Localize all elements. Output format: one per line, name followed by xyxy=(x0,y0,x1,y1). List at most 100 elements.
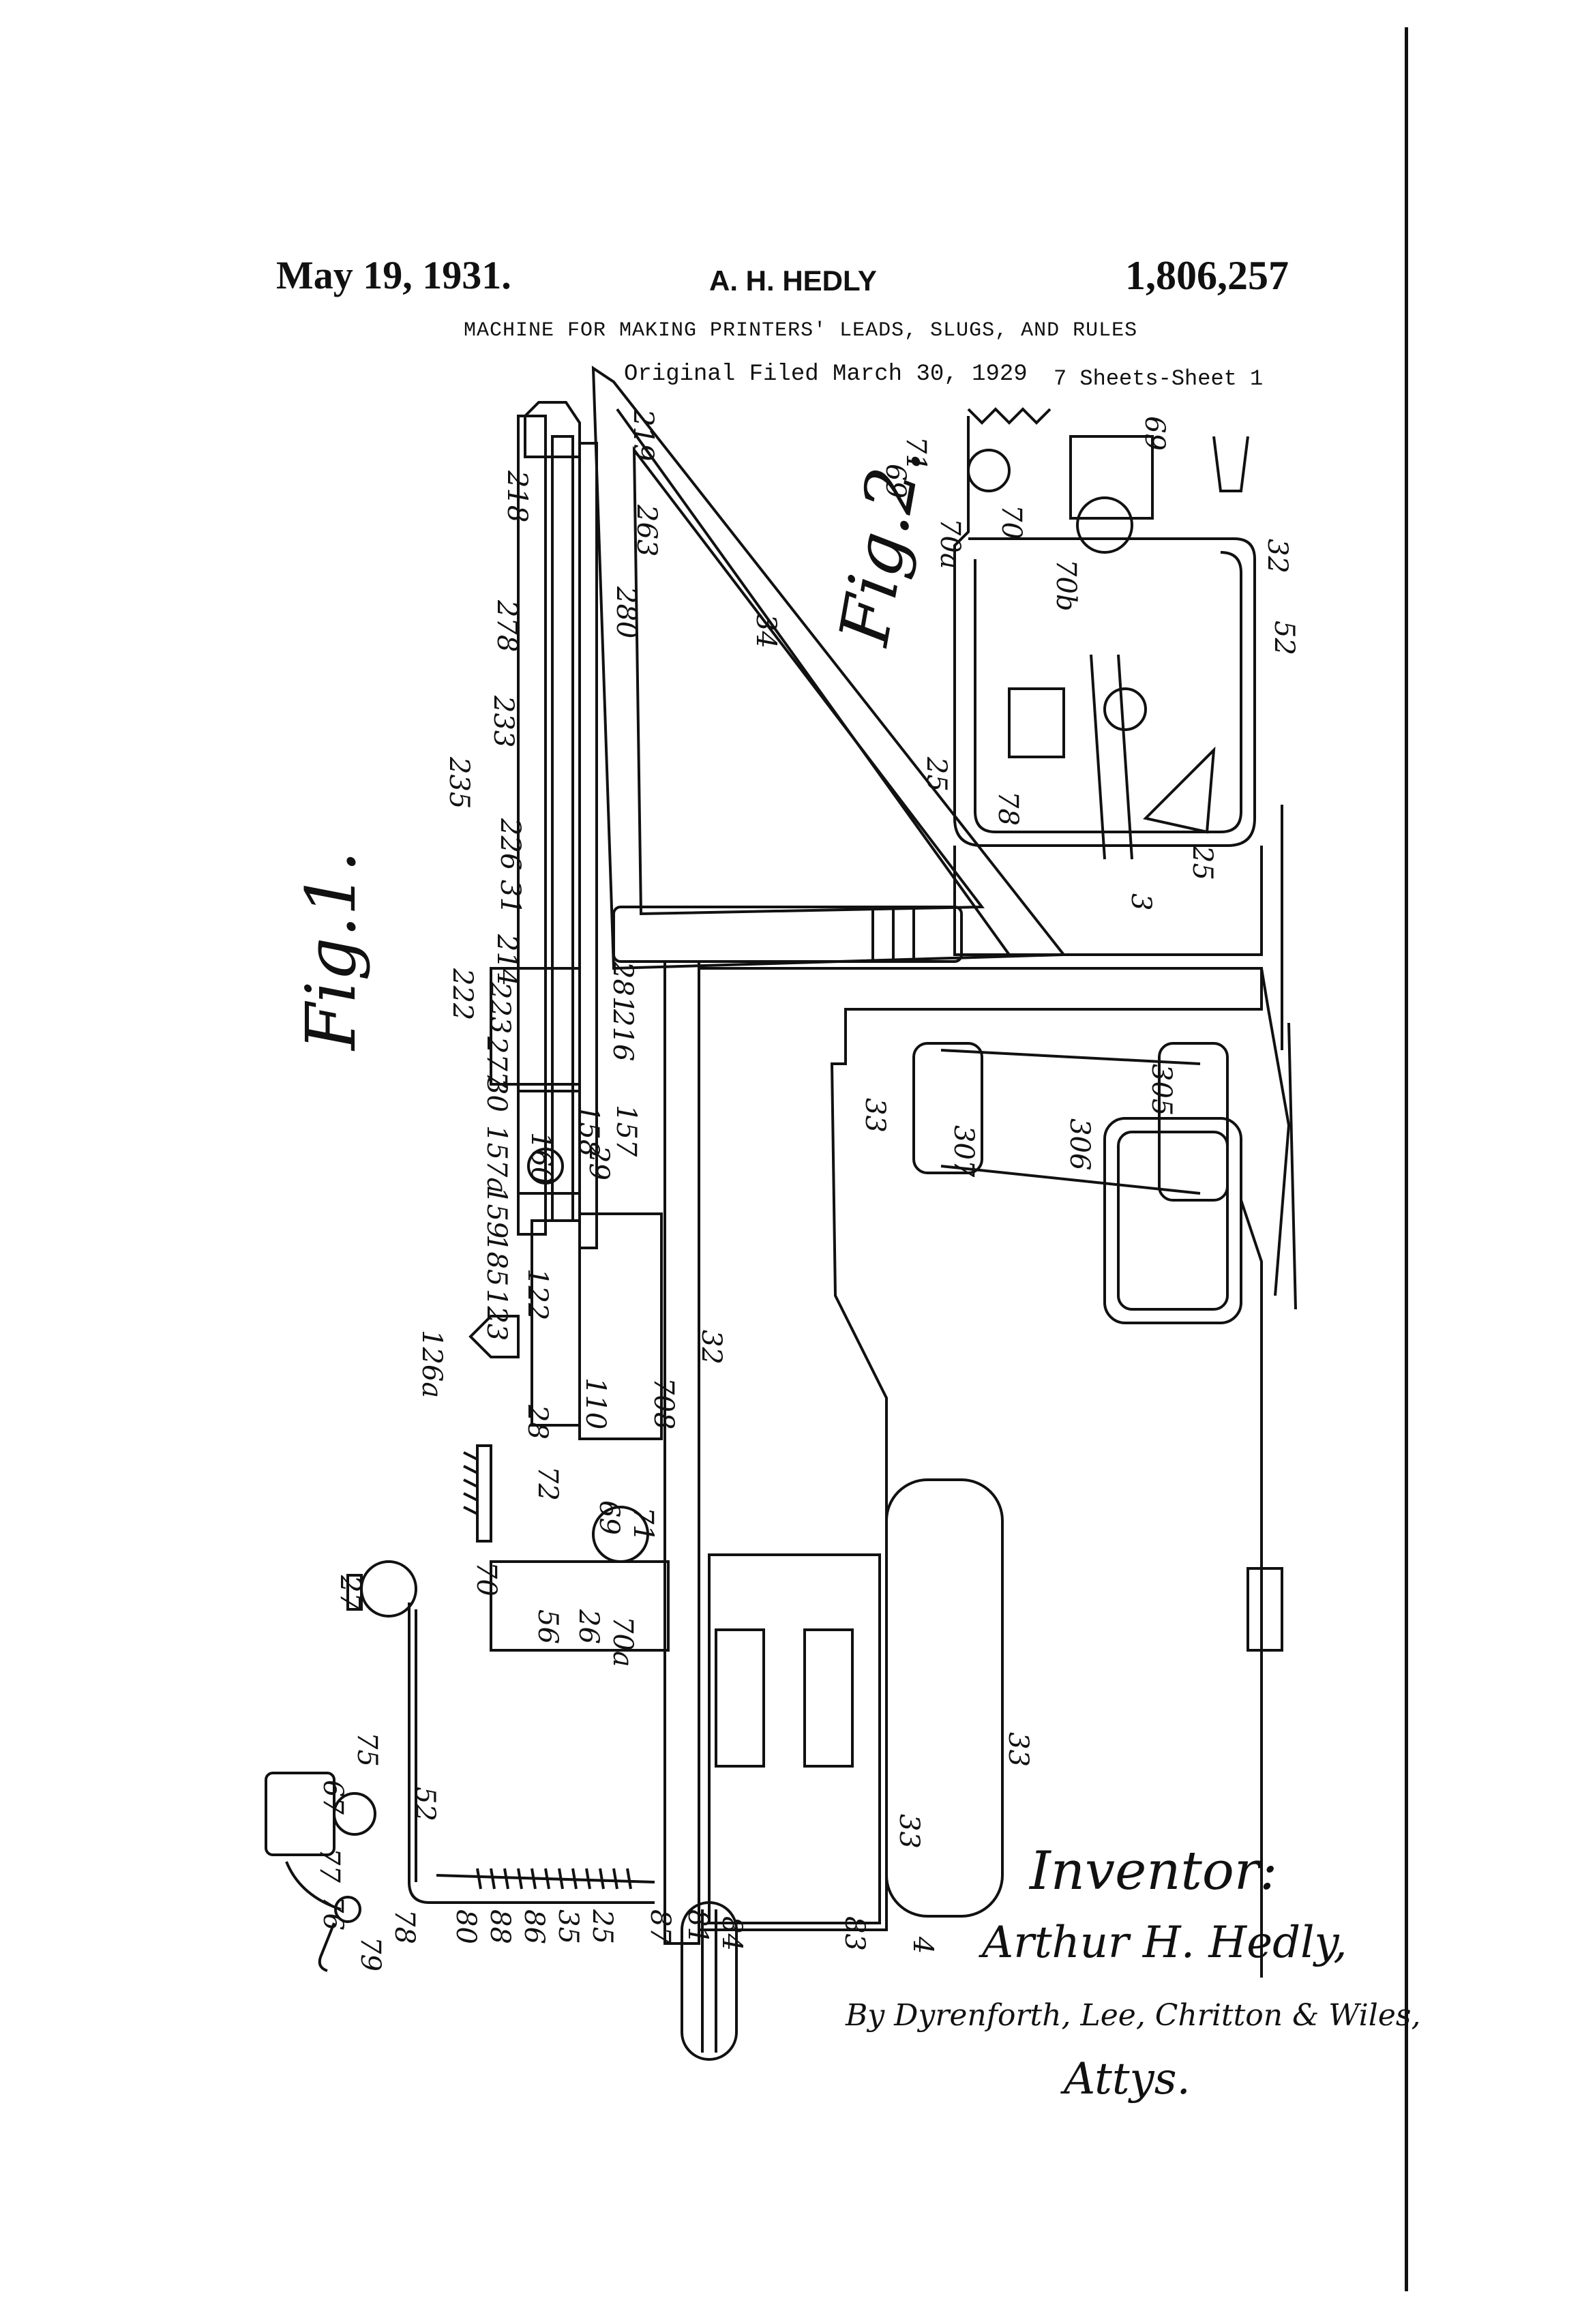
ref-122: 122 xyxy=(522,1268,553,1320)
pulley-wheel xyxy=(614,907,961,962)
fig1-numerals: 218 219 263 278 280 233 235 226 31 214 3… xyxy=(314,408,1177,1971)
fig2-ref-70a: 70a xyxy=(934,518,966,569)
ref-235: 235 xyxy=(443,756,475,809)
ref-52: 52 xyxy=(409,1787,441,1821)
ref-34: 34 xyxy=(750,614,781,649)
ref-87: 87 xyxy=(644,1909,676,1944)
fig2-ref-78: 78 xyxy=(992,791,1024,826)
ref-28: 28 xyxy=(522,1404,553,1440)
attorneys-signature: By Dyrenforth, Lee, Chritton & Wiles, xyxy=(845,1998,1420,2033)
signature-block: Inventor: Arthur H. Hedly, By Dyrenforth… xyxy=(845,1841,1420,2104)
ref-75: 75 xyxy=(351,1732,383,1767)
base-foot xyxy=(1262,968,1289,1296)
ref-26: 26 xyxy=(573,1609,604,1644)
switch-panel-right xyxy=(805,1630,852,1766)
triangular-bracket xyxy=(593,368,1064,968)
fig2-ref-70: 70 xyxy=(996,505,1027,539)
ref-86: 86 xyxy=(518,1909,550,1944)
ref-280: 280 xyxy=(610,586,642,638)
cable-plug xyxy=(1248,1568,1282,1650)
fig2-ref-25-right: 25 xyxy=(1186,845,1218,880)
ref-33-lower: 33 xyxy=(893,1814,925,1849)
ref-159: 159 xyxy=(481,1187,512,1238)
ref-708: 708 xyxy=(648,1377,679,1429)
ref-35: 35 xyxy=(552,1909,584,1944)
ref-278: 278 xyxy=(491,599,522,652)
switch-panel-left xyxy=(716,1630,764,1766)
fig2-left-box xyxy=(1009,689,1064,757)
attorneys-label: Attys. xyxy=(1060,2054,1191,2104)
ref-67: 67 xyxy=(317,1780,348,1815)
ref-81: 81 xyxy=(682,1909,713,1944)
fig2-ref-69: 69 xyxy=(880,464,911,498)
ref-226: 226 xyxy=(494,818,526,870)
ref-4: 4 xyxy=(907,1936,938,1954)
electric-motor xyxy=(1105,1118,1241,1323)
ref-27: 27 xyxy=(334,1575,365,1610)
ref-69: 69 xyxy=(593,1500,625,1535)
fig2-break-line xyxy=(968,409,1050,423)
ref-83: 83 xyxy=(839,1916,870,1951)
ref-158: 158 xyxy=(573,1105,604,1157)
fig2-valve-71 xyxy=(968,450,1009,491)
ref-126a: 126a xyxy=(416,1330,447,1398)
motor-housing xyxy=(1118,1132,1227,1309)
fig2-ref-52: 52 xyxy=(1268,621,1300,655)
fig2-slide-rods xyxy=(1091,655,1132,859)
fig2-ref-70b: 70b xyxy=(1050,559,1081,612)
ref-56: 56 xyxy=(532,1609,563,1644)
control-box-cover xyxy=(886,1480,1002,1916)
inventor-signature: Arthur H. Hedly, xyxy=(979,1918,1347,1968)
inventor-heading: Inventor: xyxy=(1028,1841,1277,1902)
ref-84: 84 xyxy=(716,1916,747,1951)
fig2-center-wheel xyxy=(1105,689,1146,730)
pot-spring xyxy=(477,1446,491,1541)
fig2-ref-32: 32 xyxy=(1262,539,1293,573)
ref-32: 32 xyxy=(696,1330,727,1365)
ref-79: 79 xyxy=(355,1937,386,1971)
main-frame-rail xyxy=(665,962,699,1943)
fig2-top-wheel xyxy=(1077,498,1132,552)
fig2-inner-frame xyxy=(975,552,1241,832)
fig2-wedge xyxy=(1146,750,1214,832)
fig2-ref-69b: 69 xyxy=(1139,416,1170,451)
ref-160: 160 xyxy=(525,1132,556,1184)
ref-72: 72 xyxy=(532,1466,563,1501)
ref-77: 77 xyxy=(314,1848,345,1883)
ref-307: 307 xyxy=(948,1125,979,1178)
ref-70a: 70a xyxy=(607,1616,638,1667)
ref-223: 223 xyxy=(484,981,516,1034)
ref-263: 263 xyxy=(631,504,662,556)
ref-88: 88 xyxy=(484,1909,516,1944)
ref-157a: 157a xyxy=(481,1125,512,1193)
pot-spring-coils xyxy=(464,1452,477,1514)
ref-233: 233 xyxy=(488,695,519,747)
fig2-ref-3: 3 xyxy=(1125,893,1156,910)
ref-157: 157 xyxy=(610,1105,642,1157)
ref-33-upper: 33 xyxy=(859,1098,891,1133)
ref-305: 305 xyxy=(1146,1064,1177,1116)
ref-123: 123 xyxy=(481,1289,512,1341)
fig2-ref-25-left: 25 xyxy=(921,756,952,792)
ref-185: 185 xyxy=(481,1234,512,1286)
pulley-ribs xyxy=(873,907,914,962)
control-box xyxy=(709,1555,880,1923)
ref-25: 25 xyxy=(586,1909,618,1944)
ref-33-right: 33 xyxy=(1002,1732,1034,1767)
ref-222: 222 xyxy=(447,968,478,1020)
second-rail xyxy=(552,436,573,1221)
mold-assembly-top xyxy=(532,1221,580,1425)
fig2-outer-frame xyxy=(955,416,1255,846)
ref-78: 78 xyxy=(389,1909,420,1944)
ref-110: 110 xyxy=(580,1377,611,1429)
bracket-edge xyxy=(617,409,1009,955)
ref-70: 70 xyxy=(471,1562,502,1596)
fig2-right-bracket xyxy=(1214,436,1248,491)
ref-30: 30 xyxy=(481,1077,512,1112)
ref-76: 76 xyxy=(317,1896,348,1931)
ref-219: 219 xyxy=(627,408,659,461)
ref-31: 31 xyxy=(494,880,526,914)
ref-306: 306 xyxy=(1064,1118,1095,1170)
floor-line xyxy=(1282,805,1296,1309)
